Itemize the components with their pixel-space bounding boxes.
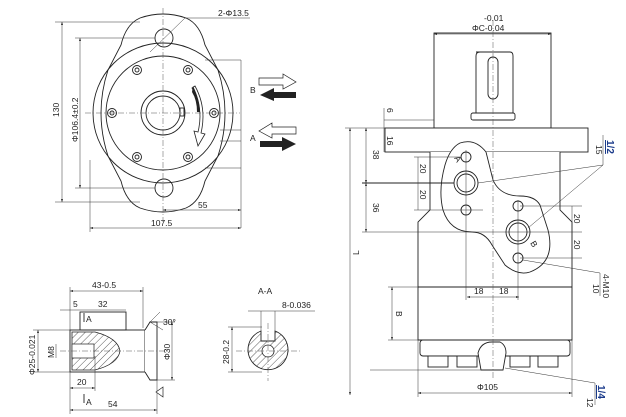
hole-leader-line bbox=[149, 17, 250, 53]
side-port-b-label: B bbox=[528, 239, 540, 249]
main-port-thread: 1/2 bbox=[604, 140, 615, 154]
bolt-head-icon bbox=[456, 355, 478, 368]
flow-arrow-hollow-right-icon bbox=[258, 73, 297, 90]
port-b-label: B bbox=[250, 85, 256, 95]
dim-20-a2-label: 20 bbox=[418, 190, 428, 200]
width-dim-label: 107.5 bbox=[151, 218, 173, 228]
reference-triangle-icon bbox=[155, 386, 164, 398]
dim-20-a1-label: 20 bbox=[418, 164, 428, 174]
bolt-icon bbox=[132, 152, 142, 162]
collar-diameter-label: Φ30 bbox=[162, 343, 172, 360]
main-port-depth: 15 bbox=[594, 145, 604, 155]
mount-depth-label: 10 bbox=[591, 284, 601, 294]
chamfer-line bbox=[149, 311, 161, 323]
dim-20-b1-label: 20 bbox=[572, 214, 582, 224]
key-length-label: 32 bbox=[98, 299, 108, 309]
side-view: -0.01 ΦC-0.04 A B L bbox=[345, 13, 615, 408]
mount-thread-label: 4-M10 bbox=[601, 274, 611, 298]
pcd-dim-label: Φ106.4±0.2 bbox=[70, 97, 80, 142]
bolt-head-icon bbox=[537, 355, 559, 368]
bolt-icon bbox=[132, 65, 142, 75]
drain-port-leader bbox=[504, 367, 596, 405]
b-dim-label: B bbox=[394, 311, 404, 317]
extension-line bbox=[205, 59, 242, 228]
front-view: 130 Φ106.4±0.2 55 107.5 2-Φ13.5 B A bbox=[51, 8, 297, 232]
length-label: L bbox=[351, 250, 361, 255]
height-dim-label: 130 bbox=[51, 103, 61, 117]
bolt-icon bbox=[134, 67, 140, 73]
hole-label: 2-Φ13.5 bbox=[218, 8, 249, 18]
shaft-length-label: 54 bbox=[108, 399, 118, 409]
shaft-diameter-label: Φ25-0.021 bbox=[27, 334, 37, 375]
key-total-label: 43-0.5 bbox=[92, 280, 116, 290]
bolt-icon bbox=[183, 65, 193, 75]
thread-label: M8 bbox=[46, 346, 56, 358]
flow-arrow-hollow-left-icon bbox=[258, 122, 297, 139]
dim-36-label: 36 bbox=[371, 203, 381, 213]
dim-16-label: 16 bbox=[385, 136, 395, 146]
mount-thread-leader bbox=[522, 259, 601, 296]
dim-38-label: 38 bbox=[371, 150, 381, 160]
shaft-key bbox=[179, 107, 185, 117]
diameter-label: Φ105 bbox=[477, 382, 498, 392]
shaft-detail: 43-0.5 5 32 A Φ25-0.021 M8 20 Φ30 30° 54… bbox=[27, 280, 176, 414]
port-a-label: A bbox=[250, 133, 256, 143]
rotation-arrow-solid-icon bbox=[192, 86, 200, 112]
bolt-head-icon bbox=[509, 355, 531, 368]
flow-arrow-solid-left-icon bbox=[260, 88, 296, 101]
key-width-label: 8-0.036 bbox=[282, 300, 311, 310]
section-a-a: A-A 8-0.036 28-0.2 bbox=[221, 286, 315, 381]
thread-depth-label: 20 bbox=[77, 377, 87, 387]
key-offset-label: 5 bbox=[73, 299, 78, 309]
flange bbox=[384, 127, 589, 153]
end-bolts bbox=[427, 341, 559, 371]
flow-arrow-solid-right-icon bbox=[260, 137, 296, 151]
bolt-icon bbox=[134, 154, 140, 160]
bolt-icon bbox=[185, 67, 191, 73]
dim-18-right-label: 18 bbox=[499, 286, 509, 296]
section-marker-top: A bbox=[86, 314, 92, 324]
chamfer-label: 30° bbox=[163, 317, 176, 327]
drain-thread-label: 1/4 bbox=[595, 385, 606, 399]
offset-dim-label: 55 bbox=[198, 200, 208, 210]
main-port-leader bbox=[527, 164, 604, 229]
keyway-outline bbox=[79, 311, 127, 331]
shaft-tol-upper: -0.01 bbox=[484, 13, 504, 23]
key-height-label: 28-0.2 bbox=[221, 340, 231, 364]
section-title: A-A bbox=[258, 286, 273, 296]
output-shaft bbox=[475, 51, 514, 114]
side-port-a-label: A bbox=[452, 154, 464, 164]
bolt-head-icon bbox=[427, 355, 449, 368]
chamfer-line bbox=[149, 321, 164, 331]
dim-18-left-label: 18 bbox=[474, 286, 484, 296]
bolt-icon bbox=[183, 152, 193, 162]
section-marker-bottom: A bbox=[86, 397, 92, 407]
bolt-icon bbox=[185, 154, 191, 160]
dim-6-label: 6 bbox=[385, 108, 395, 113]
drain-port-fitting bbox=[477, 341, 507, 371]
dim-20-b2-label: 20 bbox=[572, 240, 582, 250]
drain-depth-label: 12 bbox=[585, 398, 595, 408]
shaft-tol-lower: ΦC-0.04 bbox=[472, 23, 505, 33]
